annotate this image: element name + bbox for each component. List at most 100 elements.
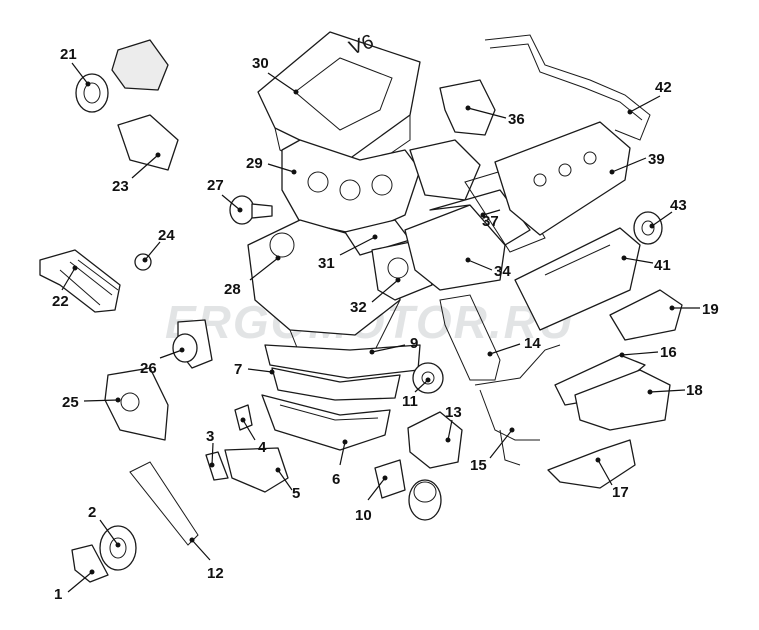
valve-cover-gasket-drawing [464, 169, 546, 253]
callout-28: 28 [224, 255, 281, 298]
callout-6: 6 [332, 439, 348, 488]
throttle-body-drawing [409, 139, 481, 201]
callout-17: 17 [595, 457, 629, 501]
svg-text:42: 42 [655, 79, 672, 96]
coolant-pipe-drawing [484, 34, 651, 141]
valve-cover-right-drawing [494, 121, 631, 236]
callout-27: 27 [207, 177, 243, 213]
pump-13-drawing [407, 411, 463, 469]
svg-text:5: 5 [292, 485, 300, 502]
belt-14-drawing [439, 294, 501, 381]
svg-text:13: 13 [445, 404, 462, 421]
heat-shield-19-drawing [609, 289, 683, 341]
bracket-23-drawing [117, 114, 179, 171]
svg-text:43: 43 [670, 197, 687, 214]
part-drawings: V6 [39, 31, 683, 583]
callout-3: 3 [206, 428, 215, 468]
callout-25: 25 [62, 394, 121, 411]
svg-text:21: 21 [60, 46, 77, 63]
svg-text:3: 3 [206, 428, 214, 445]
svg-text:11: 11 [402, 393, 418, 410]
svg-text:24: 24 [158, 227, 175, 244]
svg-text:23: 23 [112, 178, 129, 195]
svg-text:10: 10 [355, 507, 372, 524]
callout-14: 14 [487, 335, 541, 357]
callout-13: 13 [445, 404, 462, 443]
callout-19: 19 [669, 301, 719, 318]
svg-text:9: 9 [410, 335, 418, 352]
callout-24: 24 [142, 227, 175, 263]
svg-text:34: 34 [494, 263, 511, 280]
oil-pan-upper-drawing [271, 367, 401, 401]
callout-7: 7 [234, 361, 275, 378]
pulley-21-drawing [75, 73, 109, 113]
callout-30: 30 [252, 55, 299, 95]
svg-text:27: 27 [207, 177, 224, 194]
svg-text:28: 28 [224, 281, 241, 298]
belt-cover-22-drawing [39, 249, 121, 313]
svg-text:18: 18 [686, 382, 703, 399]
callout-4: 4 [240, 417, 267, 456]
oil-pan-6-drawing [261, 394, 391, 451]
callout-29: 29 [246, 155, 297, 175]
svg-text:41: 41 [654, 257, 671, 274]
cover-1-drawing [71, 544, 109, 583]
pulley-2-drawing [99, 525, 137, 571]
sensor-27-drawing [229, 195, 273, 225]
water-pump-25-drawing [104, 367, 169, 441]
bracket-5-drawing [224, 447, 289, 493]
svg-text:7: 7 [234, 361, 242, 378]
callout-37: 37 [480, 209, 501, 230]
callout-1: 1 [54, 569, 95, 603]
svg-text:32: 32 [350, 299, 367, 316]
callout-9: 9 [369, 335, 418, 355]
callout-12: 12 [189, 537, 224, 582]
callout-10: 10 [355, 475, 388, 524]
svg-text:16: 16 [660, 344, 677, 361]
svg-text:25: 25 [62, 394, 79, 411]
callout-43: 43 [649, 197, 687, 229]
callout-11: 11 [402, 377, 431, 410]
callout-32: 32 [350, 277, 401, 316]
callout-31: 31 [318, 234, 378, 272]
callout-2: 2 [88, 504, 121, 548]
switch-4-drawing [234, 404, 253, 431]
svg-text:36: 36 [508, 111, 525, 128]
svg-text:37: 37 [482, 213, 499, 230]
heat-shield-17-drawing [547, 439, 636, 489]
callout-39: 39 [609, 151, 665, 175]
callout-42: 42 [627, 79, 672, 115]
svg-text:15: 15 [470, 457, 487, 474]
steering-pump-drawing [111, 39, 169, 91]
cylinder-head-top-drawing [429, 189, 531, 246]
svg-text:22: 22 [52, 293, 69, 310]
svg-text:29: 29 [246, 155, 263, 172]
exhaust-manifold-18-drawing [574, 369, 671, 431]
oil-filter-drawing [408, 479, 442, 521]
callouts: 1 2 3 4 5 6 7 9 10 11 12 13 14 15 16 17 … [52, 46, 719, 603]
callout-41: 41 [621, 255, 671, 274]
svg-text:26: 26 [140, 360, 157, 377]
intake-manifold-drawing [281, 139, 421, 236]
svg-text:14: 14 [524, 335, 541, 352]
filter-housing-10-drawing [374, 459, 406, 499]
svg-text:2: 2 [88, 504, 96, 521]
svg-text:17: 17 [612, 484, 629, 501]
callout-34: 34 [465, 257, 511, 280]
pipe-15-drawing [474, 344, 561, 466]
callout-22: 22 [52, 265, 78, 310]
callout-21: 21 [60, 46, 91, 87]
tensioner-26-drawing [172, 319, 213, 369]
valve-cover-left-drawing [514, 227, 641, 331]
svg-text:4: 4 [258, 439, 267, 456]
callout-16: 16 [619, 344, 677, 361]
clip-3-drawing [205, 451, 229, 481]
svg-text:1: 1 [54, 586, 62, 603]
callout-18: 18 [647, 382, 703, 399]
svg-text:19: 19 [702, 301, 719, 318]
callout-15: 15 [470, 427, 515, 474]
svg-text:31: 31 [318, 255, 335, 272]
belt-12-drawing [129, 461, 199, 546]
callout-26: 26 [140, 347, 185, 377]
